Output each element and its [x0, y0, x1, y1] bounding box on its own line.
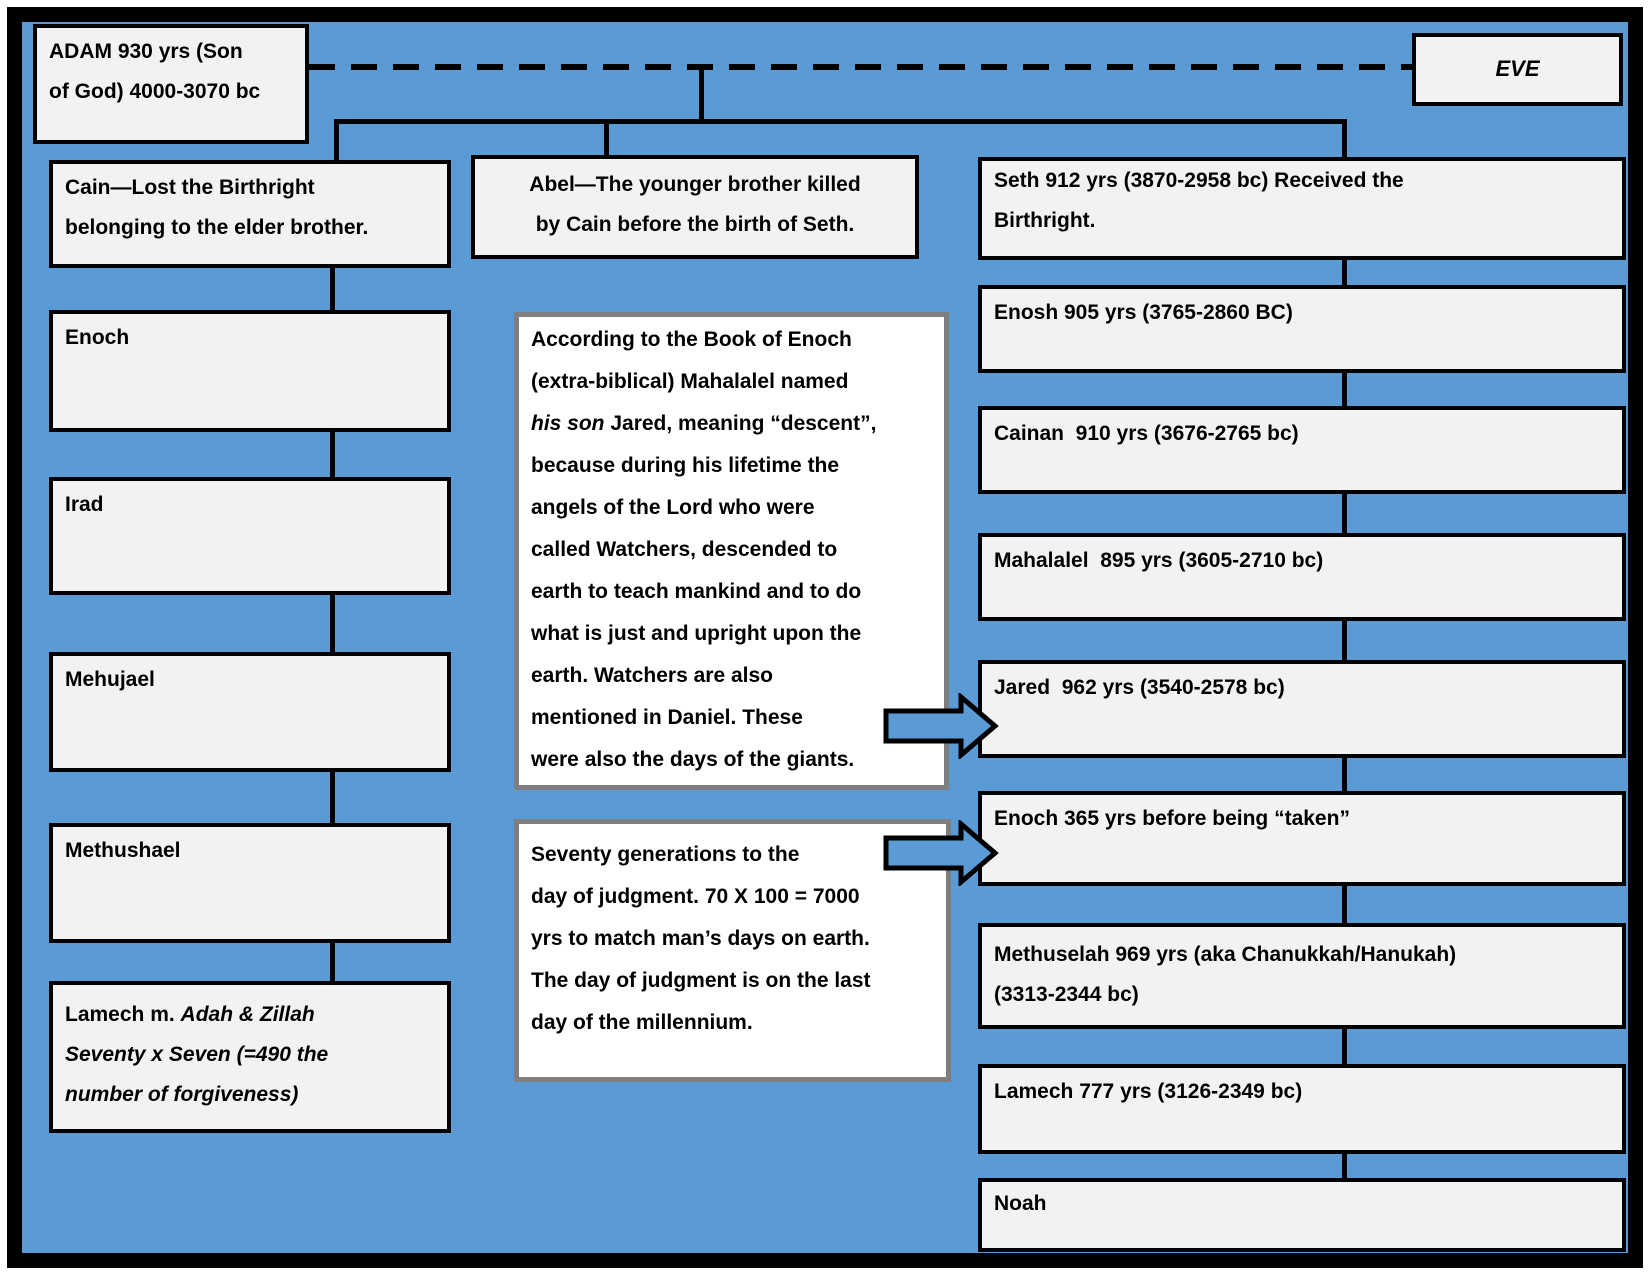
- jared-box: Jared 962 yrs (3540-2578 bc): [978, 660, 1626, 758]
- eve-box: EVE: [1412, 33, 1623, 106]
- connector-enoch-methuselah: [1342, 882, 1347, 927]
- abel-label-line2: by Cain before the birth of Seth.: [535, 213, 855, 236]
- mahalalel-box: Mahalalel 895 yrs (3605-2710 bc): [978, 533, 1626, 621]
- irad-label: Irad: [65, 493, 104, 516]
- noah-box: Noah: [978, 1178, 1626, 1252]
- mehujael-label: Mehujael: [65, 668, 155, 691]
- methushael-label: Methushael: [65, 839, 181, 862]
- watchers-note-line9: earth. Watchers are also: [531, 664, 773, 687]
- watchers-note-line2: (extra-biblical) Mahalalel named: [531, 370, 849, 393]
- watchers-note-line3-rest: Jared, meaning “descent”,: [604, 412, 877, 435]
- watchers-note: According to the Book of Enoch (extra-bi…: [514, 312, 949, 790]
- watchers-note-line8: what is just and upright upon the: [531, 622, 862, 645]
- abel-label-line1: Abel—The younger brother killed: [529, 173, 861, 196]
- connector-drop-cain: [334, 119, 339, 164]
- methuselah-box: Methuselah 969 yrs (aka Chanukkah/Hanuka…: [978, 923, 1626, 1029]
- connector-mehujael-methushael: [330, 768, 335, 827]
- watchers-note-line4: because during his lifetime the: [531, 454, 840, 477]
- enoch-seth-label: Enoch 365 yrs before being “taken”: [994, 807, 1350, 830]
- connector-lamech-noah: [1342, 1150, 1347, 1182]
- connector-cain-enoch: [330, 264, 335, 314]
- mahalalel-label: Mahalalel 895 yrs (3605-2710 bc): [994, 549, 1324, 572]
- noah-label: Noah: [994, 1192, 1047, 1215]
- mehujael-box: Mehujael: [49, 652, 451, 772]
- watchers-note-line11: were also the days of the giants.: [531, 748, 855, 771]
- seth-box: Seth 912 yrs (3870-2958 bc) Received the…: [978, 157, 1626, 260]
- enoch-cain-box: Enoch: [49, 310, 451, 432]
- connector-children-bar: [334, 119, 1347, 124]
- connector-drop-seth: [1342, 119, 1347, 161]
- seventy-generations-note: Seventy generations to the day of judgme…: [514, 819, 951, 1082]
- connector-cainan-mahalalel: [1342, 490, 1347, 537]
- watchers-note-line1: According to the Book of Enoch: [531, 328, 852, 351]
- irad-box: Irad: [49, 477, 451, 595]
- connector-adam-eve-dashed: [309, 64, 1412, 70]
- arrow-to-jared-icon: [883, 693, 999, 759]
- seventy-note-line4: The day of judgment is on the last: [531, 969, 871, 992]
- lamech-cain-wives: Adah & Zillah: [180, 1003, 315, 1026]
- connector-enosh-cainan: [1342, 369, 1347, 410]
- adam-label-line1: ADAM 930 yrs (Son: [49, 40, 243, 63]
- eve-label: EVE: [1495, 56, 1540, 81]
- seth-label-line1: Seth 912 yrs (3870-2958 bc) Received the: [994, 169, 1404, 192]
- cainan-box: Cainan 910 yrs (3676-2765 bc): [978, 406, 1626, 494]
- arrow-to-enoch-icon: [883, 820, 999, 886]
- watchers-note-line5: angels of the Lord who were: [531, 496, 815, 519]
- methuselah-label-line1: Methuselah 969 yrs (aka Chanukkah/Hanuka…: [994, 943, 1457, 966]
- watchers-note-line3: his son Jared, meaning “descent”,: [531, 403, 932, 445]
- cain-label-line2: belonging to the elder brother.: [65, 216, 369, 239]
- cain-label-line1: Cain—Lost the Birthright: [65, 176, 315, 199]
- enoch-cain-label: Enoch: [65, 326, 130, 349]
- seth-label-line2: Birthright.: [994, 209, 1096, 232]
- seventy-note-line2: day of judgment. 70 X 100 = 7000: [531, 885, 860, 908]
- cainan-label: Cainan 910 yrs (3676-2765 bc): [994, 422, 1299, 445]
- lamech-cain-box: Lamech m. Adah & Zillah Seventy x Seven …: [49, 981, 451, 1133]
- connector-irad-mehujael: [330, 591, 335, 656]
- connector-seth-enosh: [1342, 256, 1347, 289]
- lamech-cain-line1: Lamech m. Adah & Zillah: [65, 995, 435, 1035]
- enosh-label: Enosh 905 yrs (3765-2860 BC): [994, 301, 1293, 324]
- abel-box: Abel—The younger brother killed by Cain …: [471, 155, 919, 259]
- cain-box: Cain—Lost the Birthright belonging to th…: [49, 160, 451, 268]
- watchers-note-line7: earth to teach mankind and to do: [531, 580, 862, 603]
- enoch-seth-box: Enoch 365 yrs before being “taken”: [978, 791, 1626, 886]
- watchers-note-line6: called Watchers, descended to: [531, 538, 838, 561]
- enosh-box: Enosh 905 yrs (3765-2860 BC): [978, 285, 1626, 373]
- watchers-note-his-son: his son: [531, 412, 605, 435]
- connector-methuselah-lamech: [1342, 1025, 1347, 1068]
- seventy-note-line5: day of the millennium.: [531, 1011, 753, 1034]
- connector-drop-abel: [604, 119, 609, 159]
- lamech-cain-line3: number of forgiveness): [65, 1083, 299, 1106]
- connector-enoch-irad: [330, 428, 335, 481]
- lamech-seth-box: Lamech 777 yrs (3126-2349 bc): [978, 1064, 1626, 1154]
- lamech-cain-line2: Seventy x Seven (=490 the: [65, 1043, 329, 1066]
- jared-label: Jared 962 yrs (3540-2578 bc): [994, 676, 1285, 699]
- lamech-cain-prefix: Lamech m.: [65, 1003, 181, 1026]
- methushael-box: Methushael: [49, 823, 451, 943]
- methuselah-label-line2: (3313-2344 bc): [994, 983, 1139, 1006]
- seventy-note-line3: yrs to match man’s days on earth.: [531, 927, 870, 950]
- watchers-note-line10: mentioned in Daniel. These: [531, 706, 803, 729]
- connector-jared-enoch: [1342, 754, 1347, 795]
- adam-box: ADAM 930 yrs (Son of God) 4000-3070 bc: [33, 24, 309, 144]
- adam-label-line2: of God) 4000-3070 bc: [49, 80, 261, 103]
- lamech-seth-label: Lamech 777 yrs (3126-2349 bc): [994, 1080, 1303, 1103]
- connector-mahalalel-jared: [1342, 617, 1347, 664]
- connector-methushael-lamech: [330, 939, 335, 985]
- seventy-note-line1: Seventy generations to the: [531, 843, 800, 866]
- connector-adam-drop: [699, 66, 704, 124]
